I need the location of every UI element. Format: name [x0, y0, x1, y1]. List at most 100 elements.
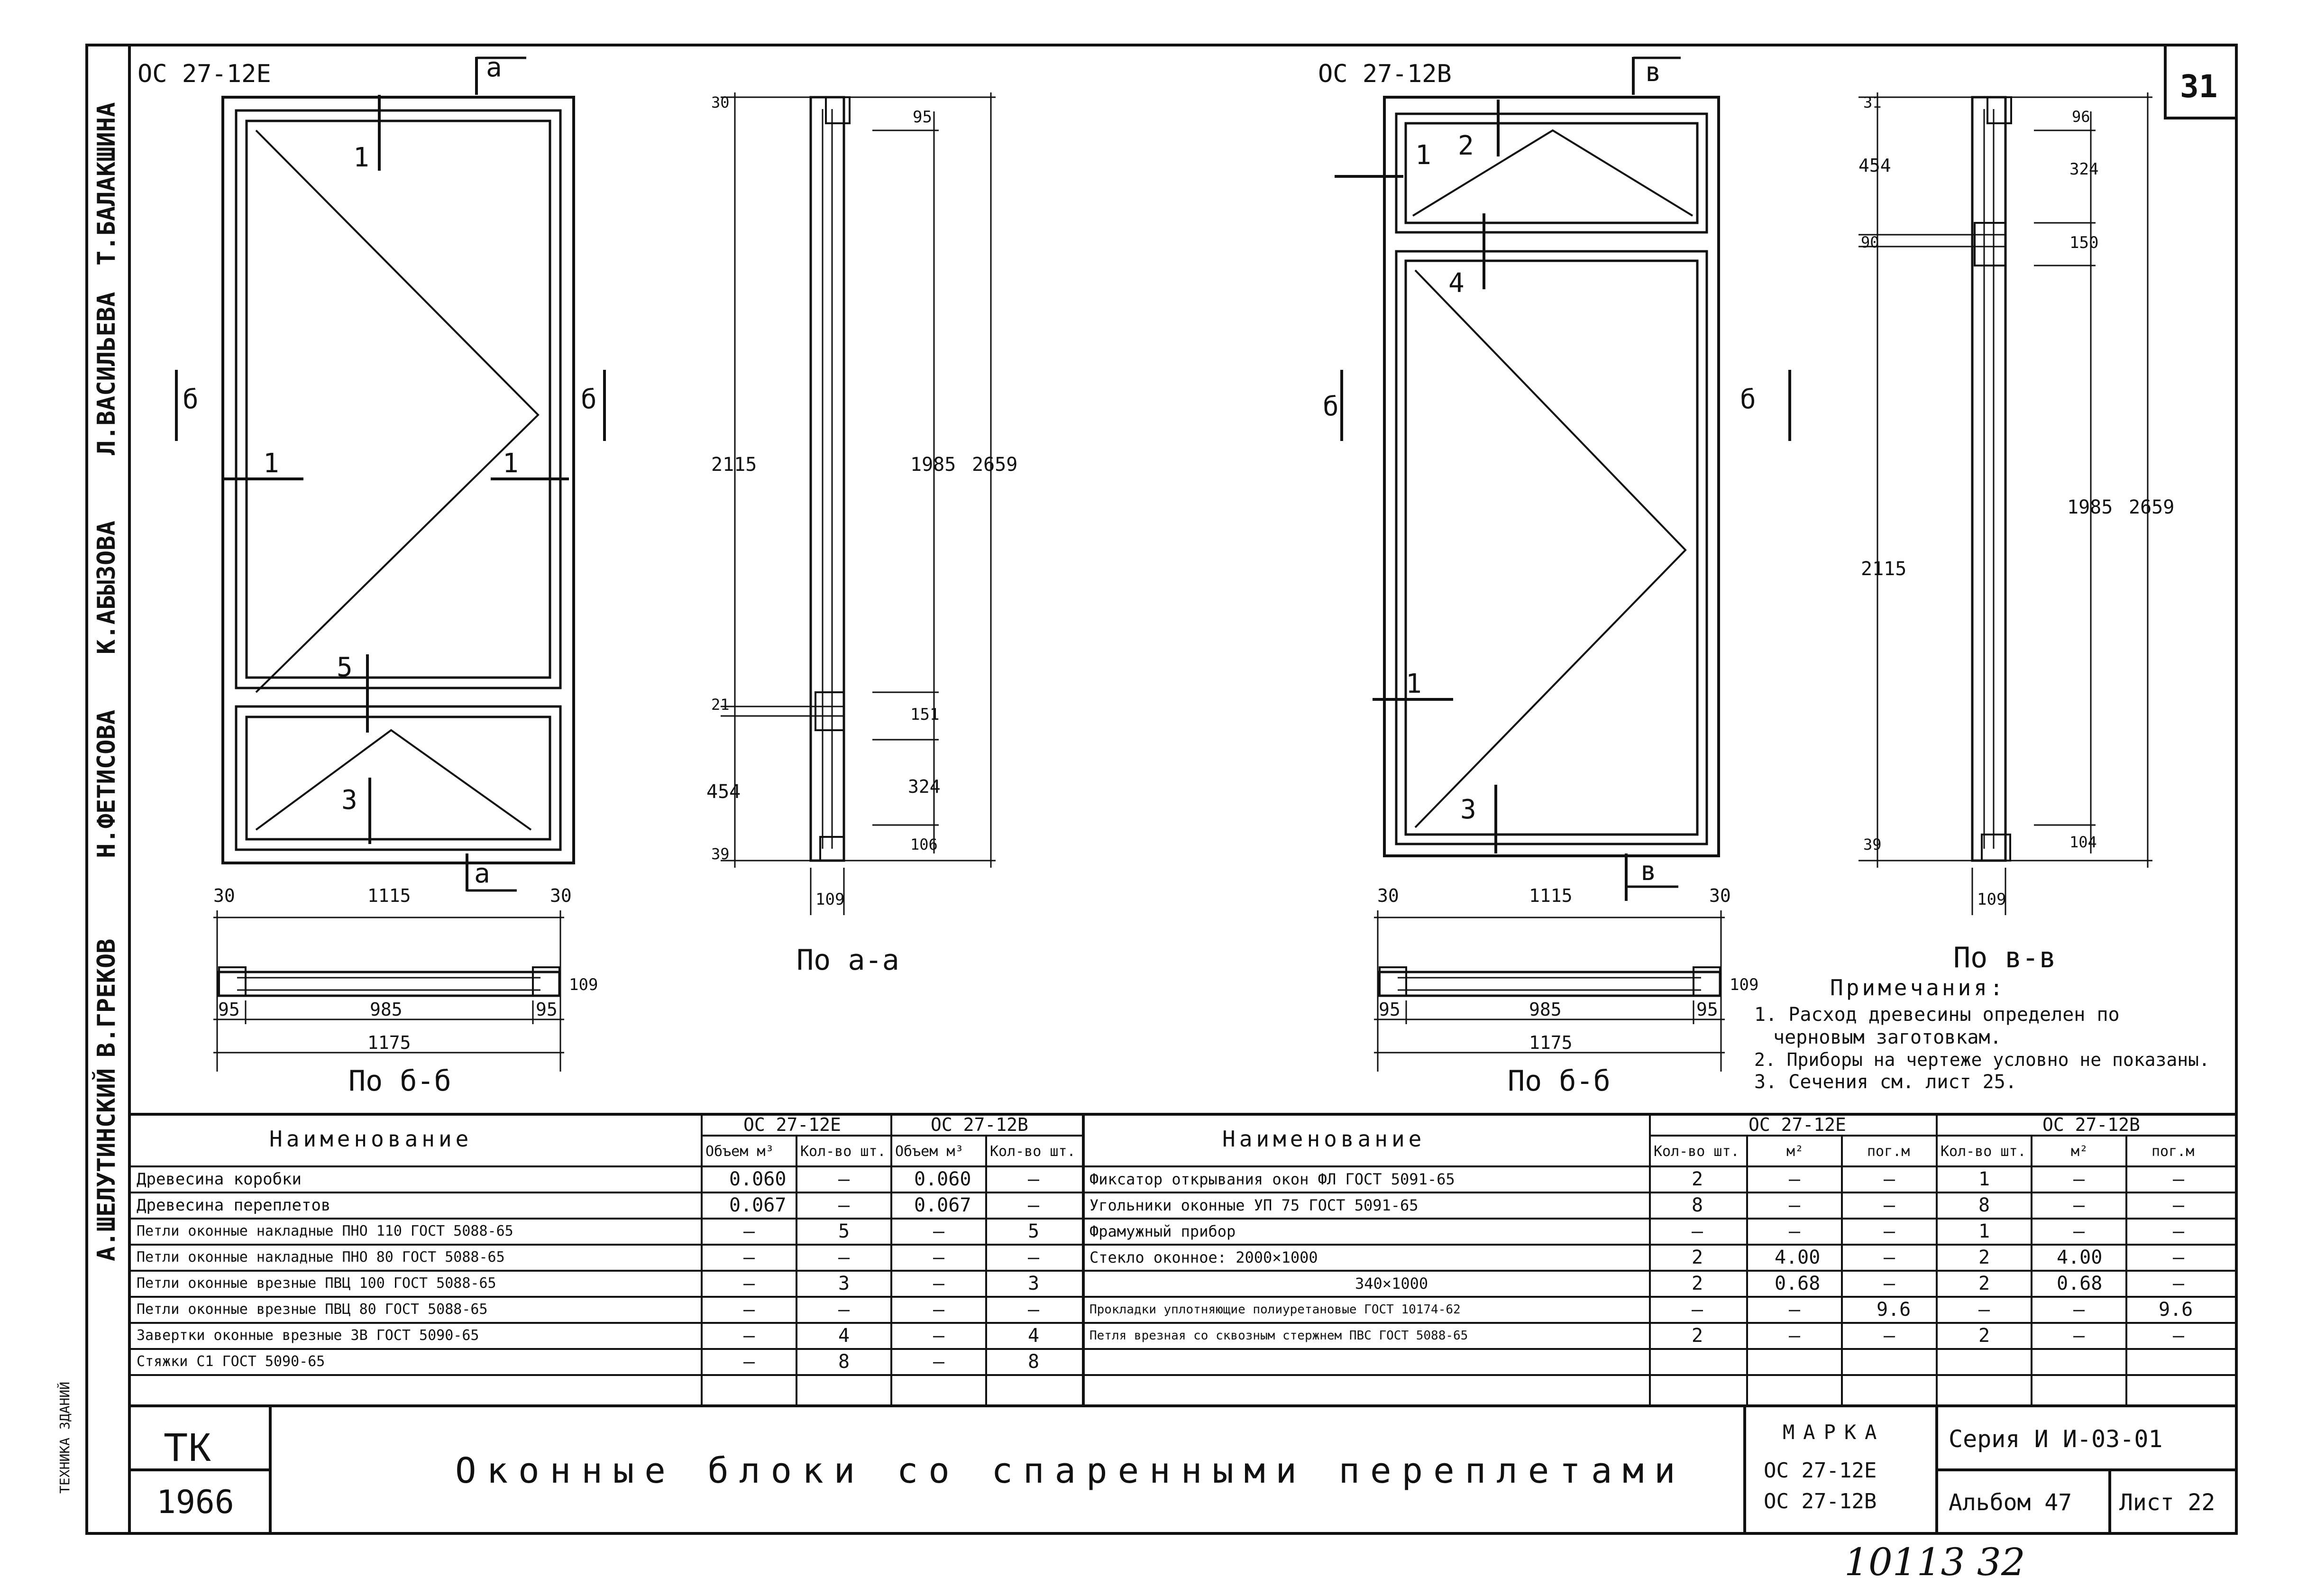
title-series: Серия И И-03-01 — [1949, 1425, 2163, 1453]
window-e-elevation — [175, 56, 606, 892]
window-b-section-v-bottom: в — [1640, 856, 1657, 887]
window-e-mark: ОС 27-12Е — [137, 60, 271, 88]
table-left-header-name: Наименование — [269, 1126, 473, 1152]
b-sec-dim-9: 1985 — [2067, 496, 2113, 518]
row-value: 8 — [1692, 1194, 1703, 1216]
row-name: Прокладки уплотняющие полиуретановые ГОС… — [1089, 1302, 1461, 1317]
title-mark-label: МАРКА — [1783, 1421, 1886, 1444]
b-sec-dim-6: 96 — [2072, 108, 2090, 126]
row-value: — — [2173, 1220, 2185, 1242]
row-value: — — [1884, 1168, 1895, 1190]
table-right-header-e: ОС 27-12Е — [1749, 1114, 1846, 1135]
row-name: Петли оконные накладные ПНО 80 ГОСТ 5088… — [137, 1249, 505, 1266]
b-sec-dim-4: 2115 — [1861, 558, 1907, 580]
b-sec-dim-1: 31 — [1863, 93, 1882, 111]
row-value: 8 — [1028, 1351, 1040, 1373]
row-value: — — [743, 1351, 755, 1373]
table-left-sub-3: Объем м³ — [895, 1143, 964, 1160]
row-value: — — [1028, 1247, 1040, 1268]
window-b-mark: ОС 27-12В — [1318, 60, 1452, 88]
row-value: 0.067 — [729, 1194, 787, 1216]
title-org: ТК — [164, 1425, 211, 1469]
row-value: 4 — [838, 1325, 850, 1347]
row-value: 0.060 — [729, 1168, 787, 1190]
row-value: — — [2073, 1220, 2085, 1242]
b-sec-dim-8: 150 — [2069, 233, 2099, 252]
table-right-sub-4: Кол-во шт. — [1941, 1143, 2026, 1160]
row-value: — — [933, 1299, 945, 1321]
row-value: 8 — [1978, 1194, 1990, 1216]
row-name: Петли оконные врезные ПВЦ 100 ГОСТ 5088-… — [137, 1275, 496, 1292]
title-album: Альбом 47 — [1949, 1489, 2072, 1516]
row-value: 0.68 — [2057, 1273, 2103, 1294]
row-value: — — [2173, 1273, 2185, 1294]
row-value: 5 — [1028, 1220, 1040, 1242]
window-e-plan — [213, 910, 564, 1072]
e-plan-dim-3: 30 — [550, 885, 572, 906]
window-e-part-1b: 1 — [263, 448, 279, 479]
table-right-header-b: ОС 27-12В — [2042, 1114, 2140, 1135]
row-value: 2 — [1692, 1247, 1703, 1268]
title-sheet: Лист 22 — [2119, 1489, 2215, 1516]
b-plan-dim-7: 1175 — [1529, 1032, 1573, 1053]
row-value: 8 — [838, 1351, 850, 1373]
e-sec-dim-7: 1985 — [910, 454, 956, 476]
row-value: — — [933, 1247, 945, 1268]
window-e-part-3: 3 — [341, 785, 357, 816]
row-value: 3 — [838, 1273, 850, 1294]
b-sec-dim-10: 104 — [2069, 833, 2097, 851]
window-e-section-a-top: а — [486, 52, 502, 83]
b-plan-dim-4: 95 — [1379, 999, 1401, 1020]
corner-number: 31 — [2180, 68, 2218, 105]
row-value: 1 — [1978, 1220, 1990, 1242]
e-sec-dim-6: 95 — [913, 108, 932, 127]
b-plan-dim-3: 30 — [1709, 885, 1731, 906]
row-value: — — [1884, 1273, 1895, 1294]
row-value: 0.68 — [1775, 1273, 1821, 1294]
row-value: 4.00 — [2057, 1247, 2103, 1268]
b-plan-dim-8: 109 — [1730, 975, 1759, 994]
e-sec-dim-12: 109 — [815, 890, 845, 909]
table-left-header-b: ОС 27-12В — [931, 1114, 1028, 1135]
window-e-section-b-right: б — [581, 384, 597, 415]
row-value: 5 — [838, 1220, 850, 1242]
b-sec-dim-2: 454 — [1858, 155, 1891, 176]
e-plan-dim-2: 1115 — [367, 885, 411, 906]
row-value: — — [933, 1325, 945, 1347]
row-value: — — [1978, 1299, 1990, 1321]
table-left-sub-2: Кол-во шт. — [800, 1143, 886, 1160]
row-value: — — [1789, 1325, 1801, 1347]
row-value: — — [2173, 1194, 2185, 1216]
row-value: — — [743, 1299, 755, 1321]
notes-title: Примечания: — [1830, 975, 2006, 1000]
window-b-plan — [1374, 910, 1725, 1072]
row-value: — — [2073, 1194, 2085, 1216]
table-right-sub-1: Кол-во шт. — [1654, 1143, 1739, 1160]
window-e-part-1c: 1 — [503, 448, 519, 479]
row-value: — — [743, 1247, 755, 1268]
window-e-section — [721, 92, 996, 915]
row-name: Петля врезная со сквозным стержнем ПВС Г… — [1089, 1329, 1468, 1343]
row-value: 2 — [1978, 1325, 1990, 1347]
window-b-plan-caption: По б-б — [1508, 1064, 1611, 1098]
window-e-section-caption: По а-а — [796, 944, 899, 977]
window-b-part-2: 2 — [1458, 130, 1474, 161]
note-2: 2. Приборы на чертеже условно не показан… — [1754, 1049, 2210, 1070]
b-sec-dim-12: 109 — [1977, 890, 2006, 909]
row-value: — — [933, 1273, 945, 1294]
row-value: 4 — [1028, 1325, 1040, 1347]
note-1-cont: черновым заготовкам. — [1773, 1027, 2002, 1048]
row-name: Стяжки С1 ГОСТ 5090-65 — [137, 1353, 325, 1370]
row-value: — — [1789, 1194, 1801, 1216]
e-sec-dim-4: 454 — [706, 781, 741, 803]
e-sec-dim-5: 39 — [711, 845, 730, 863]
row-value: — — [838, 1247, 850, 1268]
table-right-sub-3: пог.м — [1867, 1143, 1910, 1160]
window-e-plan-caption: По б-б — [348, 1064, 451, 1098]
row-value: — — [1692, 1299, 1703, 1321]
row-value: 9.6 — [1877, 1299, 1911, 1321]
row-value: 2 — [1692, 1325, 1703, 1347]
e-sec-dim-3: 21 — [711, 696, 730, 714]
row-value: 2 — [1692, 1273, 1703, 1294]
